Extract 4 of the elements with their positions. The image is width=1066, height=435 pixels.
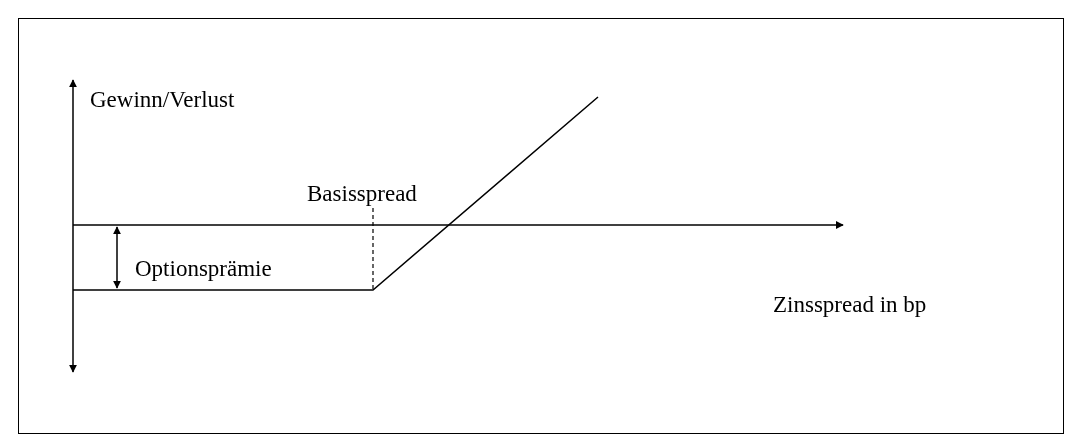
premium-label: Optionsprämie bbox=[135, 257, 272, 280]
axis-label: Gewinn/Verlust bbox=[90, 88, 235, 111]
axis-label: Zinsspread in bp bbox=[773, 293, 927, 316]
strike-label: Basisspread bbox=[307, 182, 417, 205]
